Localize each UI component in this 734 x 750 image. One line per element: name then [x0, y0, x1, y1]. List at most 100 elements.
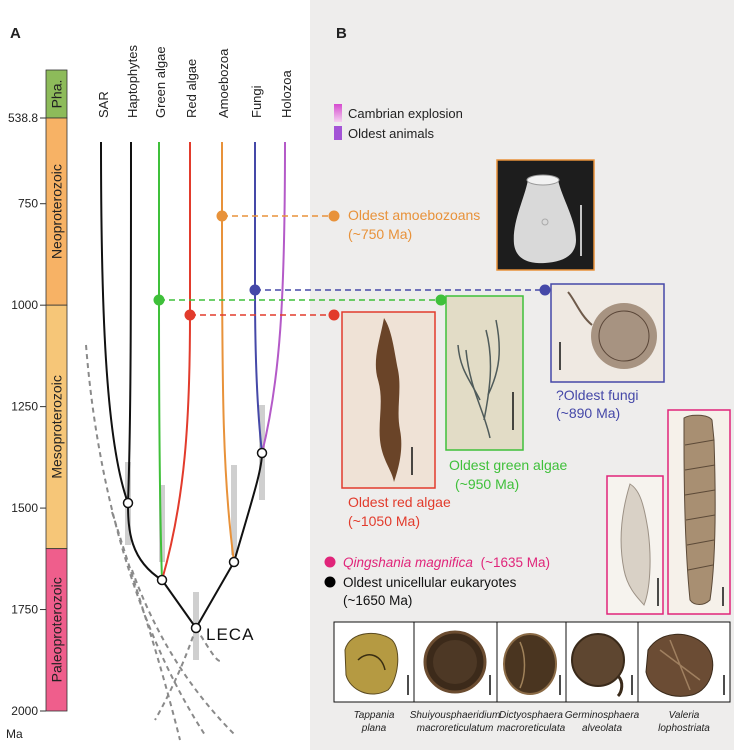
tree-dot-amoebozoa [216, 210, 228, 222]
node-opisthokonta [256, 447, 268, 459]
microfossil-5-line2: lophostriata [658, 723, 710, 734]
node-archaeplastida-sar [156, 574, 168, 586]
qingshania-species: Qingshania magnifica [343, 555, 473, 570]
cambrian-label: Cambrian explosion [348, 106, 463, 121]
lineage-label-holozoa: Holozoa [279, 70, 294, 118]
lineage-label-fungi: Fungi [249, 85, 264, 118]
branch-leca-to-left [161, 579, 197, 629]
era-label-neoproterozoic: Neoproterozoic [49, 164, 65, 259]
branch-red-algae [161, 142, 191, 581]
lineage-label-green-algae: Green algae [153, 46, 168, 118]
microfossil-captions: Tappania plana Shuiyousphaeridium macror… [354, 710, 711, 734]
microfossil-5-line1: Valeria [669, 710, 700, 721]
caption-amoebozoans-age: (~750 Ma) [348, 226, 412, 242]
fossil-photo-qingshania-b [667, 409, 731, 615]
branch-amoebozoa [221, 142, 235, 563]
branch-to-opisthokonta-node [233, 452, 263, 563]
fossil-captions: Oldest amoebozoans (~750 Ma) ?Oldest fun… [348, 207, 639, 529]
microfossil-1-line1: Tappania [354, 710, 395, 721]
geologic-era-bar: Pha. NeoproterozoicMesoproterozoicPaleopr… [45, 69, 68, 712]
era-block-paleoproterozoic [45, 548, 68, 712]
qingshania-label: Qingshania magnifica (~1635 Ma) [343, 555, 550, 570]
legend-bottom: Qingshania magnifica (~1635 Ma) Oldest u… [324, 555, 550, 608]
oldest-animals-label: Oldest animals [348, 126, 434, 141]
microfossil-image-tappania [344, 632, 399, 695]
era-label-pha: Pha. [49, 80, 65, 109]
time-axis-unit: Ma [6, 727, 23, 741]
branch-leca-to-right [195, 561, 235, 629]
time-tick-label-1250: 1250 [11, 400, 38, 414]
time-tick-label-2000: 2000 [11, 704, 38, 718]
microfossil-2-line2: macroreticulatum [417, 723, 494, 734]
time-tick-label-1750: 1750 [11, 603, 38, 617]
branch-green-algae [158, 142, 163, 581]
time-tick-label-1000: 1000 [11, 298, 38, 312]
branch-haptophytes [127, 141, 132, 504]
tree-nodes [122, 447, 268, 634]
caption-fungi-age: (~890 Ma) [556, 405, 620, 421]
time-axis: 538.8 750 1000 1250 1500 1750 2000 [8, 111, 46, 718]
caption-red-age: (~1050 Ma) [348, 513, 420, 529]
branch-holozoa [261, 141, 286, 454]
caption-green-age: (~950 Ma) [455, 476, 519, 492]
fossil-photo-qingshania-a [606, 475, 664, 615]
microfossil-4-line2: alveolata [582, 723, 622, 734]
caption-red-name: Oldest red algae [348, 494, 451, 510]
tree-dot-green [153, 294, 165, 306]
microfossil-image-germinosphaera [571, 633, 625, 687]
legend-top: Cambrian explosion Oldest animals [334, 104, 463, 141]
caption-amoebozoans-name: Oldest amoebozoans [348, 207, 480, 223]
microfossil-4-line1: Germinosphaera [565, 710, 640, 721]
record-dot-fungi [539, 284, 551, 296]
fossil-photo-fungi [550, 283, 665, 383]
era-label-mesoproterozoic: Mesoproterozoic [49, 375, 65, 479]
extinct-stem-lineages [85, 344, 236, 741]
stem-lineage-4 [154, 627, 197, 721]
caption-fungi-name: ?Oldest fungi [556, 387, 639, 403]
phylogenetic-tree [100, 141, 286, 629]
fossil-dots [153, 210, 551, 321]
cambrian-swatch [334, 104, 342, 122]
oldest-animals-swatch [334, 126, 342, 140]
fossil-photo-green-algae [445, 295, 524, 451]
record-dot-amoebozoa [328, 210, 340, 222]
branch-sar [100, 141, 129, 504]
era-label-paleoproterozoic: Paleoproterozoic [49, 577, 65, 682]
lineage-label-haptophytes: Haptophytes [125, 45, 140, 118]
panel-b-label: B [336, 25, 347, 42]
leca-label: LECA [206, 625, 254, 644]
record-dot-red [328, 309, 340, 321]
node-sar-haptophytes [122, 497, 134, 509]
tree-dot-red [184, 309, 196, 321]
node-amorphea [228, 556, 240, 568]
microfossil-2-line1: Shuiyousphaeridium [410, 710, 501, 721]
fossil-photo-amoebozoan [496, 159, 595, 271]
microfossil-image-dictyosphaera [503, 633, 557, 695]
record-dot-green [435, 294, 447, 306]
unicellular-age: (~1650 Ma) [343, 593, 412, 608]
stem-lineage-5 [195, 627, 223, 662]
time-tick-label-1500: 1500 [11, 501, 38, 515]
microfossil-1-line2: plana [361, 723, 387, 734]
microfossil-3-line2: macroreticulata [497, 723, 566, 734]
tree-dot-fungi [249, 284, 261, 296]
branch-to-sar-hapto-node [127, 502, 163, 581]
stem-lineage-3 [131, 569, 236, 736]
unicellular-dot [324, 576, 336, 588]
microfossil-strip [333, 621, 731, 703]
microfossil-3-line1: Dictyosphaera [499, 710, 563, 721]
caption-green-name: Oldest green algae [449, 457, 568, 473]
fossil-connectors [159, 215, 545, 316]
unicellular-label: Oldest unicellular eukaryotes [343, 575, 517, 590]
lineage-label-amoebozoa: Amoebozoa [216, 48, 231, 118]
qingshania-age: (~1635 Ma) [481, 555, 550, 570]
lineage-labels: SAR Haptophytes Green algae Red algae Am… [96, 45, 294, 118]
time-tick-label-538.8: 538.8 [8, 111, 38, 125]
time-tick-label-750: 750 [18, 197, 38, 211]
lineage-label-sar: SAR [96, 91, 111, 118]
lineage-label-red-algae: Red algae [184, 59, 199, 118]
fossil-photo-red-algae [341, 311, 436, 489]
qingshania-dot [324, 556, 336, 568]
branch-fungi [254, 142, 263, 454]
